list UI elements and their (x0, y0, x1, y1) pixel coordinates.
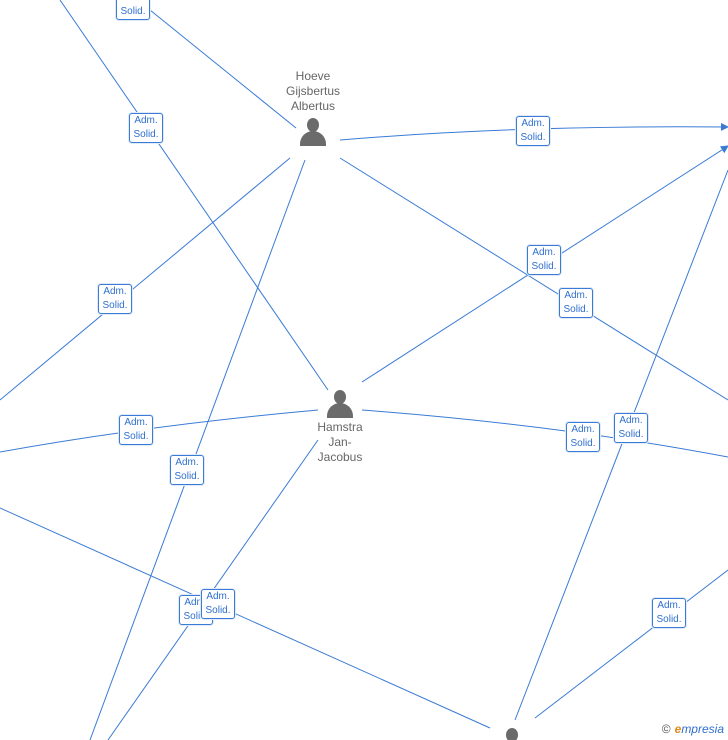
edge (339, 157, 728, 401)
edge-label[interactable]: Adm. Solid. (98, 284, 132, 314)
person-name: Hoeve Gijsbertus Albertus (268, 69, 358, 114)
edge-label-line: Adm. (619, 415, 643, 426)
edge (89, 159, 306, 740)
edge-label-line: Solid. (174, 471, 200, 482)
edge-label-line: Solid. (205, 605, 231, 616)
edge-label[interactable]: Adm. Solid. (527, 245, 561, 275)
edge-label-line: Adm. (103, 286, 127, 297)
edge-label-line: Solid. (102, 300, 128, 311)
edge (59, 0, 329, 391)
edge-label-line: Solid. (133, 129, 159, 140)
edge-label-line: Solid. (563, 304, 589, 315)
edge-label[interactable]: Adm. Solid. (566, 422, 600, 452)
edge-label-line: Adm. (175, 457, 199, 468)
empresia-watermark: ©empresia (662, 722, 724, 736)
brand-name: mpresia (681, 722, 724, 736)
edge-label-line: Adm. (117, 0, 149, 5)
edge-label-line: Solid. (656, 614, 682, 625)
person-name-line: Hamstra (317, 420, 363, 434)
edge-label-line: Solid. (570, 438, 596, 449)
edge-label[interactable]: Adm. Solid. (129, 113, 163, 143)
edge-label[interactable]: Adm. Solid. (614, 413, 648, 443)
edge-label-line: Solid. (531, 261, 557, 272)
edge-label-line: Solid. (618, 429, 644, 440)
edge (534, 569, 728, 719)
edge (149, 9, 297, 129)
edge-label-line: Adm. (206, 591, 230, 602)
edge-label-line: Adm. (571, 424, 595, 435)
edge-label-line: Adm. (521, 118, 545, 129)
edge-label[interactable]: Adm.Solid. (116, 0, 150, 20)
edge (0, 157, 291, 401)
person-name-line: Hoeve (295, 69, 331, 83)
person-name-line: Jan- (328, 435, 352, 449)
edge-label-line: Adm. (657, 600, 681, 611)
edge-label[interactable]: Adm. Solid. (559, 288, 593, 318)
edge-label-line: Adm. (184, 597, 208, 608)
edge (0, 409, 319, 453)
edge-label[interactable]: Adm. Solid. (516, 116, 550, 146)
edge-label[interactable]: Adm. Solid. (201, 589, 235, 619)
edge-label-line: Solid. (123, 431, 149, 442)
edge-label[interactable]: Adm. Solid. (119, 415, 153, 445)
edge-label[interactable]: Adm. Solid. (170, 455, 204, 485)
edge (514, 169, 728, 721)
edge-label-line: Adm. (564, 290, 588, 301)
edge (0, 507, 491, 729)
person-node-hamstra[interactable]: Hamstra Jan- Jacobus (295, 390, 385, 465)
person-icon (498, 728, 526, 740)
edge-label-line: Adm. (134, 115, 158, 126)
edge (361, 409, 728, 458)
brand-initial: e (674, 722, 682, 736)
edge-label[interactable]: Adm. Solid. (652, 598, 686, 628)
edge-label-line: Adm. (532, 247, 556, 258)
person-node-partial[interactable] (498, 728, 526, 740)
person-name-line: Gijsbertus (285, 84, 341, 98)
edge-label-line: Adm. (124, 417, 148, 428)
person-node-hoeve[interactable]: Hoeve Gijsbertus Albertus (268, 69, 358, 148)
person-icon (299, 118, 327, 148)
edge-label-line: Solid. (120, 6, 146, 17)
person-name-line: Albertus (290, 99, 336, 113)
copyright-symbol: © (661, 722, 671, 736)
edge-label-line: Solid. (520, 132, 546, 143)
person-name-line: Jacobus (317, 450, 363, 464)
person-name: Hamstra Jan- Jacobus (295, 420, 385, 465)
edge-label-line: Solid. (183, 611, 209, 622)
person-icon (326, 390, 354, 420)
